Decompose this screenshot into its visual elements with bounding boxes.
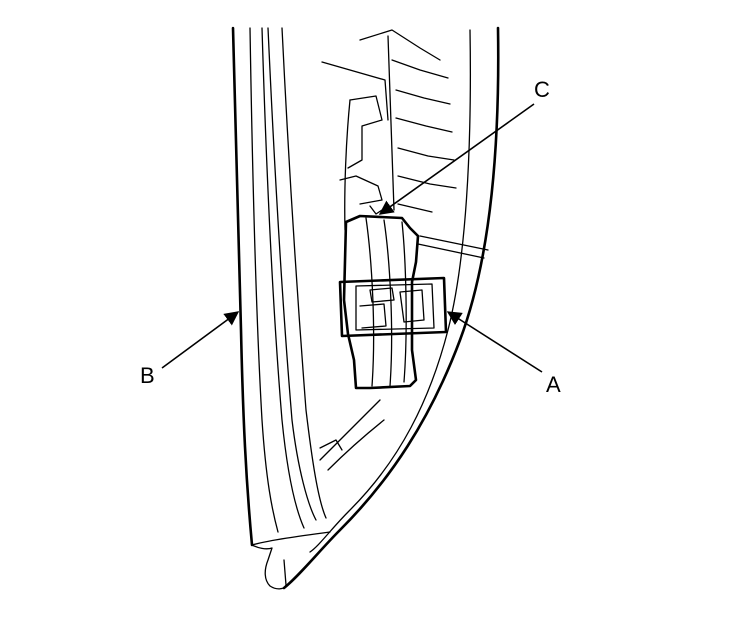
- panel-outer-edge-right: [282, 26, 500, 590]
- clip-tab-c: [369, 205, 383, 215]
- clip-band-inner: [355, 283, 435, 331]
- clip-band-detail-3: [359, 303, 387, 329]
- door-trim-panel: [231, 26, 500, 590]
- panel-outer-edge-left: [231, 26, 254, 547]
- lower-channel-1: [319, 399, 381, 461]
- panel-molding-line-3: [267, 27, 317, 521]
- upper-small-ledge: [339, 175, 383, 205]
- panel-molding-line-4: [281, 27, 327, 519]
- upper-rib-1: [321, 61, 389, 121]
- clip-body-inner-3: [401, 221, 407, 383]
- leader-line-b: [161, 311, 240, 369]
- upper-channel-right: [387, 35, 395, 211]
- upper-rib-5: [395, 117, 453, 133]
- clip-body-outline: [342, 214, 420, 390]
- upper-rib-8: [397, 203, 433, 213]
- lower-small-tab: [319, 439, 343, 451]
- panel-inner-curve-right: [309, 29, 472, 553]
- upper-rib-7: [397, 175, 457, 189]
- clip-body-inner-2: [383, 219, 393, 387]
- leader-line-a: [446, 311, 543, 373]
- callout-label-c: C: [534, 77, 550, 102]
- panel-molding-line-2: [261, 27, 305, 529]
- panel-bottom-lip: [251, 531, 331, 546]
- side-spar: [419, 235, 489, 251]
- callout-label-a: A: [546, 372, 561, 397]
- leader-line-c: [378, 103, 535, 215]
- upper-channel-left: [344, 99, 351, 231]
- callout-label-b: B: [140, 363, 155, 388]
- upper-rib-4: [395, 89, 451, 105]
- clip-band-detail-2: [399, 289, 425, 323]
- clip-band-detail-1: [369, 287, 395, 303]
- clip-assembly: [338, 205, 448, 390]
- lower-channel-2: [327, 419, 385, 471]
- clip-body-inner-1: [365, 217, 375, 387]
- upper-rib-3: [391, 59, 449, 79]
- clip-band: [338, 276, 448, 338]
- side-spar-2: [417, 243, 485, 259]
- upper-step: [347, 95, 383, 169]
- panel-bottom-tab: [251, 544, 287, 590]
- panel-molding-line-1: [249, 27, 279, 533]
- upper-rib-2: [359, 29, 441, 61]
- upper-rib-6: [397, 147, 455, 161]
